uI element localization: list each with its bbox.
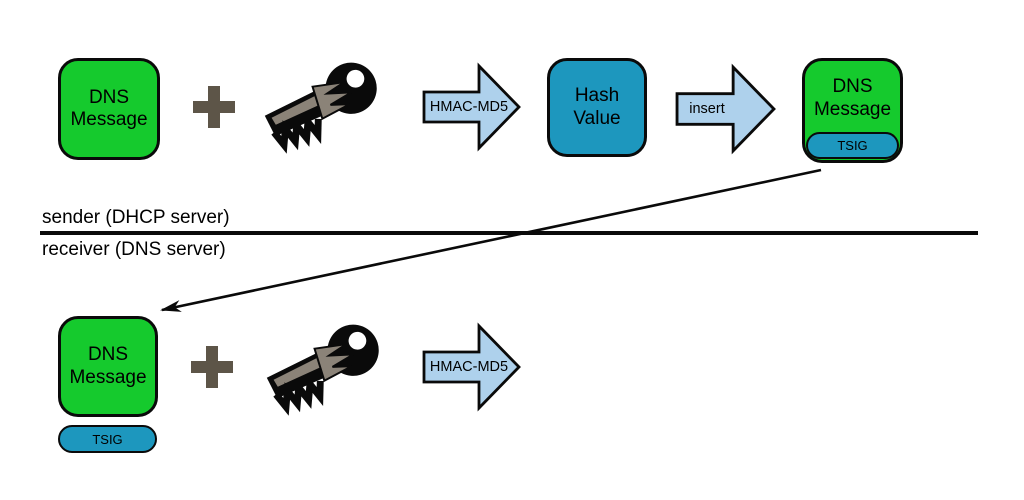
- receiver-tsig-label: TSIG: [92, 431, 123, 447]
- sender-hmac-arrow-label: HMAC-MD5: [429, 99, 509, 115]
- receiver-dns-message-label: DNS Message: [69, 344, 147, 388]
- sender-dns-message-box: DNS Message: [58, 58, 160, 160]
- sender-signed-dns-message-box: DNS Message TSIG: [802, 58, 903, 163]
- sender-section-label: sender (DHCP server): [42, 207, 230, 228]
- plus-icon: [191, 346, 233, 393]
- hash-value-box: Hash Value: [547, 58, 647, 157]
- receiver-dns-message-box: DNS Message: [58, 316, 158, 417]
- plus-icon: [193, 86, 235, 133]
- sender-tsig-badge: TSIG: [806, 132, 899, 159]
- sender-receiver-divider: [40, 231, 978, 235]
- sender-tsig-label: TSIG: [837, 137, 868, 153]
- receiver-hmac-arrow-label: HMAC-MD5: [429, 359, 509, 375]
- receiver-tsig-badge: TSIG: [58, 425, 157, 453]
- key-icon: [258, 60, 386, 159]
- hash-value-label: Hash Value: [573, 85, 621, 129]
- receiver-section-label: receiver (DNS server): [42, 239, 226, 260]
- key-icon: [260, 322, 388, 421]
- signed-dns-message-label: DNS Message: [813, 76, 892, 120]
- insert-arrow-label: insert: [689, 101, 725, 117]
- insert-arrow: insert: [675, 63, 777, 155]
- sender-hmac-arrow: HMAC-MD5: [422, 62, 522, 152]
- receiver-hmac-arrow: HMAC-MD5: [422, 322, 522, 412]
- sender-dns-message-label: DNS Message: [70, 86, 148, 130]
